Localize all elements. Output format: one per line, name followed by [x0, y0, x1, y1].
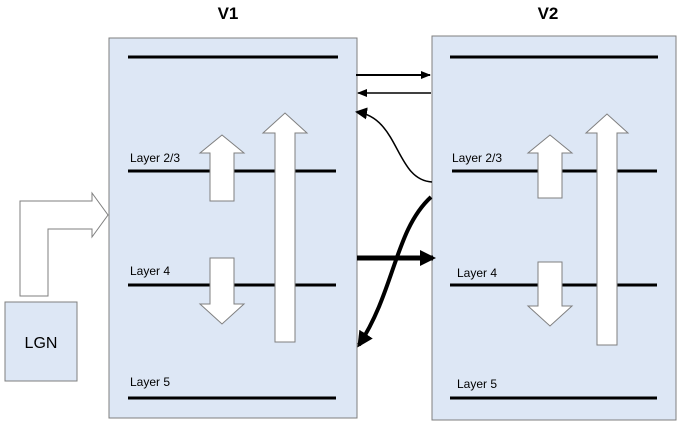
v2-area-box [431, 35, 677, 421]
v1-layer23-up-arrow [198, 134, 246, 202]
v1-layer4-down-arrow [198, 257, 246, 325]
v1-long-up-arrow [261, 112, 309, 343]
lgn-to-v1-arrow [19, 191, 109, 297]
v2-layer4-down-arrow [526, 261, 574, 327]
v2-title: V2 [538, 4, 559, 23]
v2-layer23-up-arrow [526, 134, 574, 199]
lgn-box [4, 301, 78, 382]
lgn-label: LGN [25, 335, 58, 352]
v1-layer-4-label: Layer 4 [130, 264, 170, 278]
v2-layer-5-label: Layer 5 [457, 377, 497, 391]
v1-layer-5-label: Layer 5 [130, 375, 170, 389]
v2-long-up-arrow [584, 113, 630, 346]
v2-layer-4-label: Layer 4 [457, 266, 497, 280]
v1-title: V1 [218, 4, 239, 23]
v1-area-box [108, 37, 358, 419]
v1-layer-23-label: Layer 2/3 [130, 151, 180, 165]
v2-layer-23-label: Layer 2/3 [452, 151, 502, 165]
v2-deep-feedback-arrow [357, 195, 433, 348]
v2-layer23-feedback-arrow [355, 107, 433, 183]
